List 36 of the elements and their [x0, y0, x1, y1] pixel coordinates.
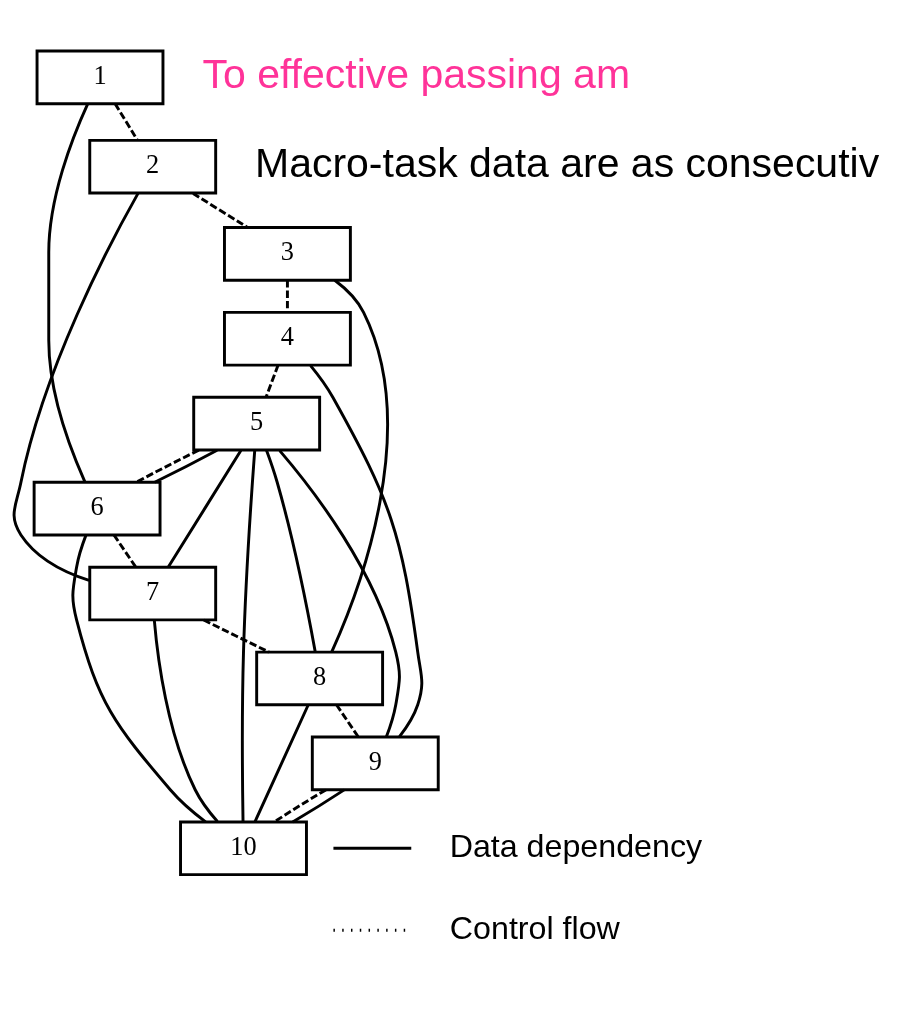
- connector: [265, 449, 317, 652]
- legend-label: Control flow: [449, 908, 620, 945]
- connector: [253, 704, 310, 822]
- legend-label: Data dependency: [449, 827, 703, 863]
- connector: [71, 534, 207, 823]
- node-box: 1: [35, 49, 165, 105]
- connector: [154, 448, 218, 484]
- label: To effective passing am: [202, 50, 631, 97]
- node-box: 2: [88, 138, 218, 195]
- connector: [330, 278, 389, 652]
- connector: [114, 102, 139, 141]
- connector: [335, 703, 360, 738]
- node-box: 8: [255, 650, 385, 706]
- connector: [135, 448, 200, 484]
- node-box: 5: [192, 395, 322, 451]
- node-box: 10: [179, 819, 308, 876]
- connector: [278, 449, 401, 737]
- connector: [47, 102, 89, 482]
- connector: [264, 364, 280, 398]
- node-box: 6: [32, 480, 162, 536]
- connector: [240, 449, 257, 822]
- connector: [112, 533, 138, 568]
- connector: [12, 191, 140, 582]
- connector: [152, 619, 219, 822]
- connector: [167, 449, 243, 568]
- node-box: 3: [223, 225, 352, 282]
- connector: [203, 618, 270, 653]
- node-box: 9: [310, 735, 440, 791]
- node-box: 7: [88, 565, 218, 621]
- label: Macro-task data are as consecutiv: [255, 139, 880, 186]
- connector: [309, 364, 424, 738]
- node-box: 4: [223, 310, 352, 367]
- connector: [285, 279, 289, 312]
- connector: [291, 788, 345, 823]
- connector: [273, 788, 327, 823]
- connector: [192, 191, 249, 229]
